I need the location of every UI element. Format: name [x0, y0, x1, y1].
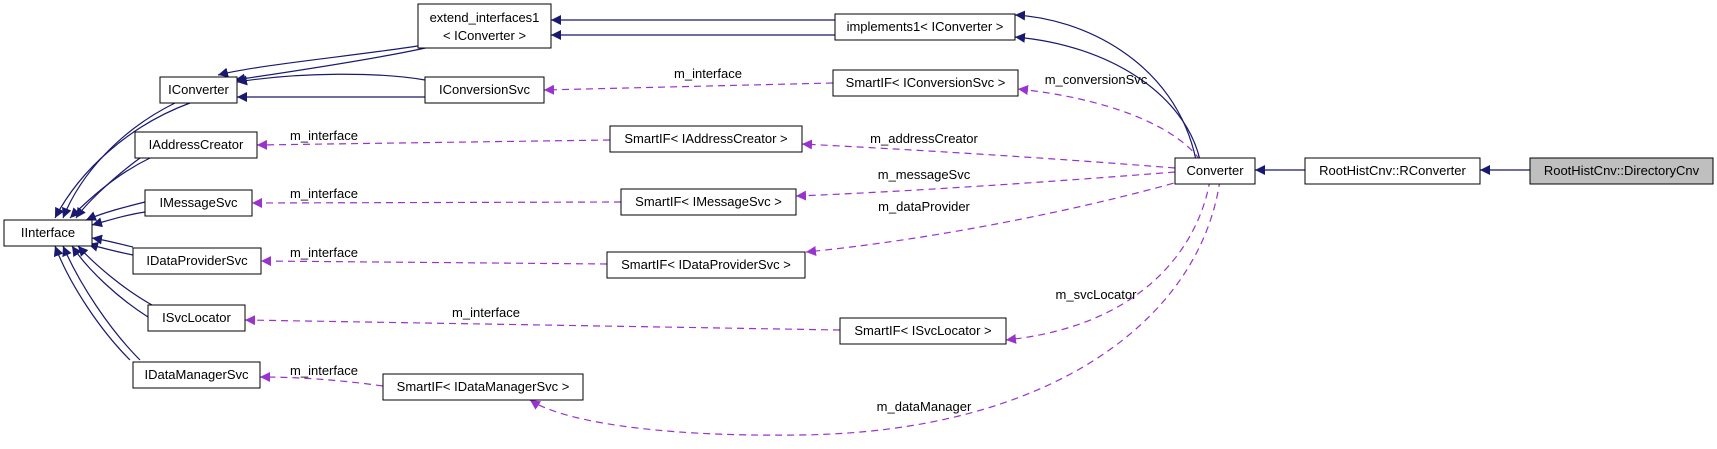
- edge-converter-to-smartif-isvclocator: [1005, 179, 1211, 344]
- label-m-interface-dataprovider: m_interface: [290, 245, 358, 260]
- node-smartif-idataprovidersvc[interactable]: SmartIF< IDataProviderSvc >: [606, 251, 806, 279]
- edge-iconversionsvc-to-iconverter-top: [236, 73, 426, 86]
- edge-converter-to-smartif-idatamanagersvc: [529, 179, 1221, 436]
- edge-extend-interfaces-to-iconverter-a: [217, 43, 431, 78]
- label-m-message-svc: m_messageSvc: [878, 167, 971, 182]
- node-converter-label: Converter: [1186, 163, 1244, 178]
- edge-iconverter-to-iinterface-a: [54, 102, 191, 219]
- edge-smartif-isvclocator-to-isvclocator: [244, 315, 841, 331]
- node-isvclocator-label: ISvcLocator: [162, 310, 231, 325]
- edge-imessagesvc-to-iinterface-b: [91, 211, 146, 228]
- node-smartif-isvclocator[interactable]: SmartIF< ISvcLocator >: [839, 317, 1007, 345]
- node-imessagesvc-label: IMessageSvc: [159, 195, 238, 210]
- node-smartif-iconversionsvc[interactable]: SmartIF< IConversionSvc >: [832, 69, 1019, 97]
- node-smartif-imessagesvc[interactable]: SmartIF< IMessageSvc >: [620, 188, 797, 216]
- node-iinterface-label: IInterface: [21, 225, 75, 240]
- edge-smartif-idataprovidersvc-to-idataprovidersvc: [260, 256, 608, 267]
- edge-iconverter-to-iinterface-b: [62, 102, 176, 219]
- node-iconverter[interactable]: IConverter: [159, 76, 238, 104]
- label-m-conversion-svc: m_conversionSvc: [1045, 72, 1148, 87]
- edge-idatamanagersvc-to-iinterface-b: [53, 245, 131, 361]
- edge-imessagesvc-to-iinterface-a: [85, 201, 146, 221]
- node-smartif-isvclocator-label: SmartIF< ISvcLocator >: [854, 323, 991, 338]
- node-iconversionsvc-label: IConversionSvc: [439, 82, 531, 97]
- edge-isvclocator-to-iinterface-a: [77, 245, 153, 306]
- node-extend-interfaces1-label-line1: extend_interfaces1: [430, 10, 540, 25]
- node-smartif-idataprovidersvc-label: SmartIF< IDataProviderSvc >: [621, 257, 791, 272]
- node-iconversionsvc[interactable]: IConversionSvc: [424, 76, 545, 104]
- edge-iaddresscreator-to-iinterface-a: [69, 157, 151, 219]
- label-m-interface-address: m_interface: [290, 128, 358, 143]
- node-rconverter[interactable]: RootHistCnv::RConverter: [1304, 157, 1481, 185]
- node-idataprovidersvc-label: IDataProviderSvc: [146, 253, 248, 268]
- node-iconverter-label: IConverter: [168, 82, 229, 97]
- edge-converter-to-smartif-imessagesvc: [795, 171, 1176, 201]
- usage-edges: [244, 82, 1221, 436]
- node-extend-interfaces1[interactable]: extend_interfaces1 < IConverter >: [417, 3, 552, 49]
- label-m-svc-locator: m_svcLocator: [1056, 287, 1138, 302]
- label-m-data-provider: m_dataProvider: [878, 199, 970, 214]
- node-extend-interfaces1-label-line2: < IConverter >: [443, 28, 526, 43]
- edge-labels: m_interface m_conversionSvc m_interface …: [290, 66, 1148, 414]
- node-smartif-imessagesvc-label: SmartIF< IMessageSvc >: [635, 194, 782, 209]
- edge-converter-to-smartif-idataprovidersvc: [805, 179, 1186, 257]
- node-imessagesvc[interactable]: IMessageSvc: [144, 189, 253, 217]
- node-directory-cnv-label: RootHistCnv::DirectoryCnv: [1544, 163, 1700, 178]
- edge-idatamanagersvc-to-iinterface-a: [62, 245, 141, 361]
- node-smartif-idatamanagersvc-label: SmartIF< IDataManagerSvc >: [397, 379, 570, 394]
- edge-converter-to-implements1: [1014, 32, 1201, 161]
- node-smartif-idatamanagersvc[interactable]: SmartIF< IDataManagerSvc >: [382, 373, 584, 401]
- edge-smartif-idatamanagersvc-to-idatamanagersvc: [259, 372, 384, 387]
- node-implements1[interactable]: implements1< IConverter >: [834, 13, 1016, 41]
- edge-converter-to-smartif-iaddresscreator: [801, 139, 1176, 169]
- inheritance-edges: [53, 10, 1530, 361]
- edge-idataprovidersvc-to-iinterface-a: [91, 234, 134, 248]
- node-isvclocator[interactable]: ISvcLocator: [147, 304, 246, 332]
- label-m-address-creator: m_addressCreator: [870, 131, 978, 146]
- nodes: RootHistCnv::DirectoryCnv RootHistCnv::R…: [3, 3, 1714, 401]
- node-smartif-iaddresscreator-label: SmartIF< IAddressCreator >: [624, 131, 787, 146]
- edge-extend-interfaces-to-iconverter-b: [234, 46, 431, 84]
- node-smartif-iaddresscreator[interactable]: SmartIF< IAddressCreator >: [609, 125, 803, 153]
- label-m-interface-svclocator: m_interface: [452, 305, 520, 320]
- node-smartif-iconversionsvc-label: SmartIF< IConversionSvc >: [846, 75, 1006, 90]
- edge-iaddresscreator-to-iinterface-b: [75, 157, 141, 219]
- label-m-interface-datamanager: m_interface: [290, 363, 358, 378]
- node-converter[interactable]: Converter: [1174, 157, 1256, 185]
- label-m-interface-conversion: m_interface: [674, 66, 742, 81]
- node-rconverter-label: RootHistCnv::RConverter: [1319, 163, 1466, 178]
- node-idataprovidersvc[interactable]: IDataProviderSvc: [132, 247, 262, 275]
- edge-smartif-imessagesvc-to-imessagesvc: [251, 197, 622, 208]
- node-idatamanagersvc-label: IDataManagerSvc: [144, 367, 249, 382]
- label-m-interface-message: m_interface: [290, 186, 358, 201]
- node-iaddresscreator-label: IAddressCreator: [149, 137, 244, 152]
- node-iaddresscreator[interactable]: IAddressCreator: [134, 131, 258, 159]
- edge-converter-to-extend-interfaces: [1014, 10, 1197, 161]
- label-m-data-manager: m_dataManager: [877, 399, 972, 414]
- edge-smartif-iconversionsvc-to-iconversionsvc: [543, 82, 834, 95]
- node-directory-cnv[interactable]: RootHistCnv::DirectoryCnv: [1529, 157, 1714, 185]
- node-iinterface[interactable]: IInterface: [3, 219, 93, 247]
- edge-converter-to-smartif-iconversionsvc: [1017, 85, 1201, 161]
- node-idatamanagersvc[interactable]: IDataManagerSvc: [132, 361, 261, 389]
- node-implements1-label: implements1< IConverter >: [847, 19, 1004, 34]
- edge-isvclocator-to-iinterface-b: [71, 245, 149, 318]
- edge-smartif-iaddresscreator-to-iaddresscreator: [256, 139, 611, 150]
